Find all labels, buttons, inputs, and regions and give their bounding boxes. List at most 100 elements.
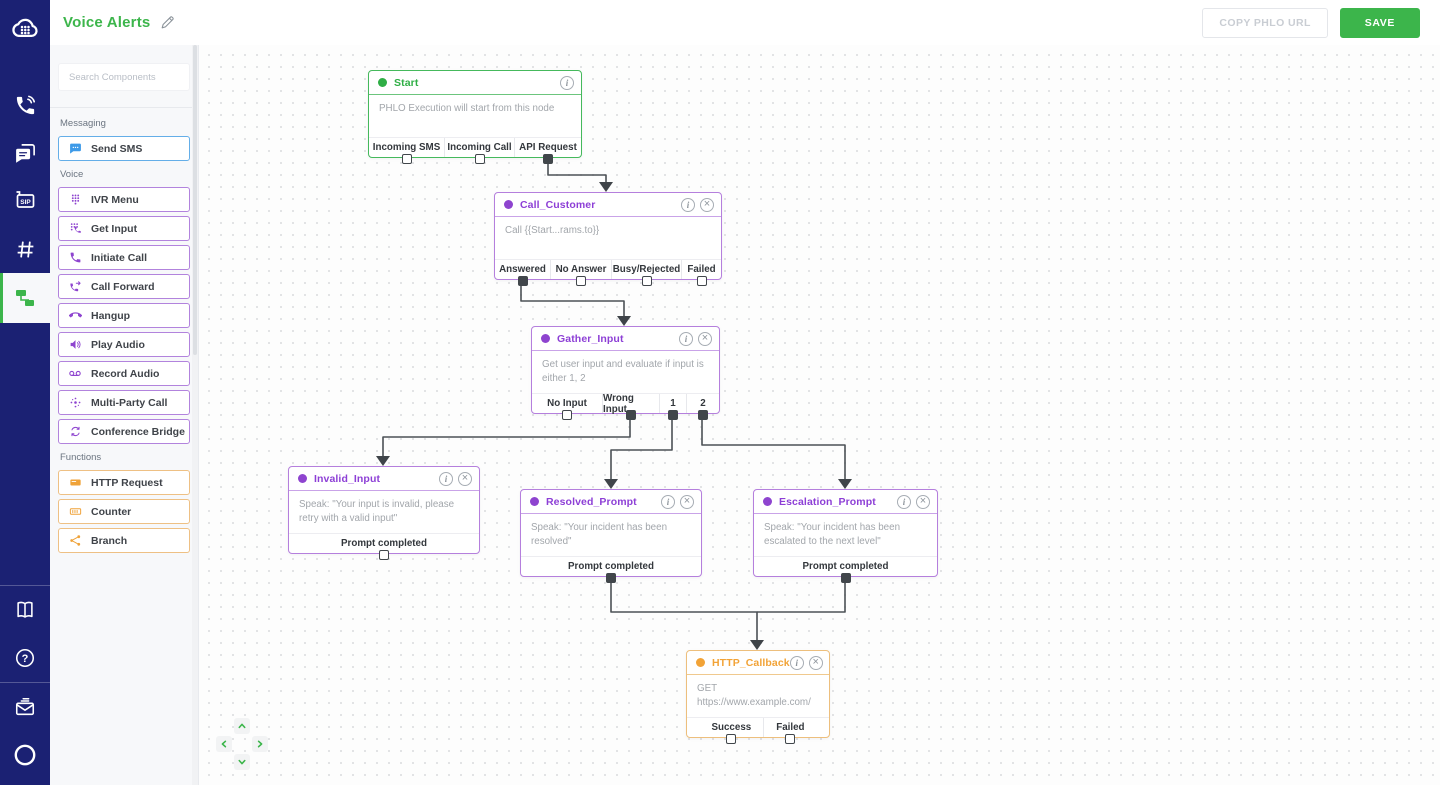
info-icon[interactable] (560, 75, 574, 90)
sms-icon (67, 141, 83, 157)
pan-left-icon[interactable] (216, 736, 232, 752)
output-incoming-call: Incoming Call (444, 138, 514, 164)
output-port[interactable] (641, 276, 652, 286)
output-port[interactable] (474, 154, 485, 164)
output-port[interactable] (626, 410, 636, 421)
delete-node-icon[interactable] (700, 197, 714, 212)
canvas-pan-controls (216, 718, 268, 770)
delete-node-icon[interactable] (680, 494, 694, 509)
voicemail-icon (67, 366, 83, 382)
info-icon[interactable] (789, 655, 804, 670)
delete-node-icon[interactable] (916, 494, 930, 509)
nav-account-icon[interactable] (0, 731, 50, 779)
output-port[interactable] (696, 276, 707, 286)
component-conference-bridge[interactable]: Conference Bridge (58, 419, 190, 444)
node-outputs: Prompt completed (289, 533, 479, 561)
phone-hangup-icon (67, 308, 83, 324)
phlo-title: Voice Alerts (63, 14, 151, 31)
component-play-audio[interactable]: Play Audio (58, 332, 190, 357)
nav-phlo-icon[interactable] (0, 273, 50, 323)
output-api-request: API Request (514, 138, 581, 164)
output-port[interactable] (840, 573, 851, 584)
section-label-functions: Functions (60, 452, 102, 463)
nav-sip-trunking-icon[interactable] (0, 177, 50, 225)
node-header: Start (369, 71, 581, 95)
output-port[interactable] (698, 410, 708, 421)
node-header: Invalid_Input (289, 467, 479, 491)
delete-node-icon[interactable] (698, 331, 712, 346)
topbar: Voice Alerts COPY PHLO URL SAVE (50, 0, 1440, 45)
output-port[interactable] (562, 410, 572, 421)
node-description: Call {{Start...rams.to}} (505, 225, 600, 236)
info-icon[interactable] (681, 197, 695, 212)
output-no-input: No Input (532, 394, 602, 421)
info-icon[interactable] (661, 494, 675, 509)
save-button[interactable]: SAVE (1339, 7, 1420, 38)
nav-help-icon[interactable] (0, 634, 50, 682)
component-counter[interactable]: Counter (58, 499, 190, 524)
output-port[interactable] (785, 734, 796, 745)
flow-canvas[interactable]: Start PHLO Execution will start from thi… (199, 45, 1440, 785)
node-description: GET https://www.example.com/ (697, 683, 811, 709)
pan-right-icon[interactable] (252, 736, 268, 752)
nav-messaging-icon[interactable] (0, 129, 50, 177)
component-multi-party-call[interactable]: Multi-Party Call (58, 390, 190, 415)
component-call-forward[interactable]: Call Forward (58, 274, 190, 299)
node-outputs: Answered No Answer Busy/Rejected Fa (495, 259, 721, 286)
output-prompt-completed: Prompt completed (289, 534, 479, 561)
output-port[interactable] (606, 573, 616, 584)
component-get-input[interactable]: Get Input (58, 216, 190, 241)
output-prompt-completed: Prompt completed (521, 557, 701, 584)
output-wrong-input: Wrong Input (602, 393, 659, 421)
primary-navbar (0, 0, 50, 785)
edit-title-pencil-icon[interactable] (159, 14, 176, 31)
component-send-sms[interactable]: Send SMS (58, 136, 190, 161)
nav-docs-icon[interactable] (0, 586, 50, 634)
output-port[interactable] (379, 550, 389, 561)
node-escalation-prompt[interactable]: Escalation_Prompt Speak: "Your incident … (753, 489, 938, 584)
phone-icon (67, 250, 83, 266)
conference-icon (67, 424, 83, 440)
node-resolved-prompt[interactable]: Resolved_Prompt Speak: "Your incident ha… (520, 489, 702, 584)
counter-icon (67, 504, 83, 520)
panel-scrollbar[interactable] (192, 45, 198, 785)
component-record-audio[interactable]: Record Audio (58, 361, 190, 386)
node-call-customer[interactable]: Call_Customer Call {{Start...rams.to}} A… (494, 192, 722, 286)
plivo-logo-icon[interactable] (0, 9, 50, 49)
node-start[interactable]: Start PHLO Execution will start from thi… (368, 70, 582, 164)
node-description: PHLO Execution will start from this node (379, 103, 555, 114)
output-port[interactable] (517, 276, 528, 286)
delete-node-icon[interactable] (458, 471, 472, 486)
component-hangup[interactable]: Hangup (58, 303, 190, 328)
copy-phlo-url-button[interactable]: COPY PHLO URL (1202, 7, 1328, 38)
output-port[interactable] (543, 154, 553, 164)
output-prompt-completed: Prompt completed (754, 557, 937, 584)
output-port[interactable] (726, 734, 737, 745)
component-branch[interactable]: Branch (58, 528, 190, 553)
nav-divider (0, 682, 50, 683)
node-http-callback[interactable]: HTTP_Callback GET https://www.example.co… (686, 650, 830, 745)
output-incoming-sms: Incoming SMS (369, 138, 444, 164)
node-status-dot (541, 334, 550, 343)
node-outputs: Prompt completed (521, 556, 701, 584)
node-gather-input[interactable]: Gather_Input Get user input and evaluate… (531, 326, 720, 421)
search-components-input[interactable] (58, 63, 190, 91)
nav-numbers-icon[interactable] (0, 225, 50, 273)
pan-down-icon[interactable] (234, 754, 250, 770)
component-initiate-call[interactable]: Initiate Call (58, 245, 190, 270)
nav-feedback-icon[interactable] (0, 683, 50, 731)
component-http-request[interactable]: HTTP Request (58, 470, 190, 495)
pan-up-icon[interactable] (234, 718, 250, 734)
info-icon[interactable] (679, 331, 693, 346)
output-port[interactable] (668, 410, 678, 421)
output-port[interactable] (576, 276, 586, 286)
component-ivr-menu[interactable]: IVR Menu (58, 187, 190, 212)
node-description: Speak: "Your input is invalid, please re… (299, 499, 455, 525)
node-status-dot (530, 497, 539, 506)
node-invalid-input[interactable]: Invalid_Input Speak: "Your input is inva… (288, 466, 480, 561)
info-icon[interactable] (897, 494, 911, 509)
output-port[interactable] (401, 154, 412, 164)
nav-voice-icon[interactable] (0, 81, 50, 129)
delete-node-icon[interactable] (808, 655, 823, 670)
info-icon[interactable] (439, 471, 453, 486)
